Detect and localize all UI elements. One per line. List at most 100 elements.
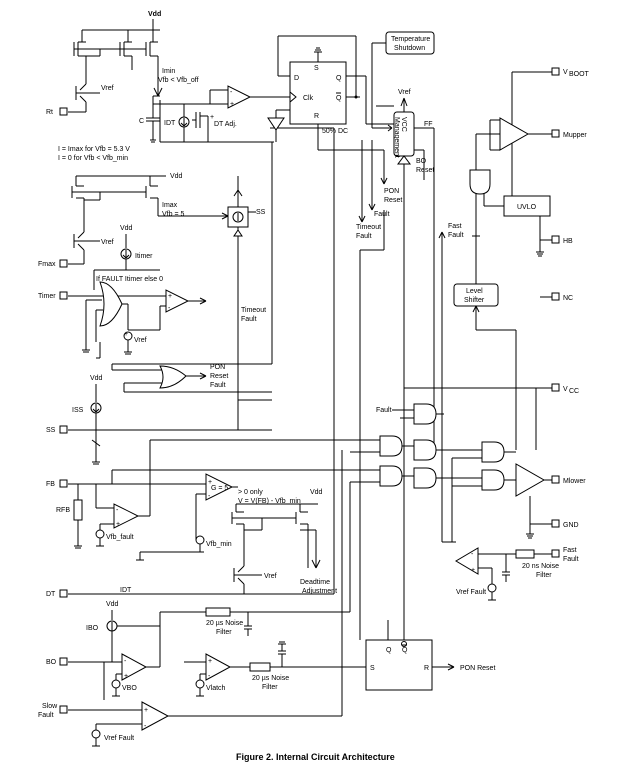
g5-label: G = 5: [211, 485, 228, 492]
deadtime-line1: Deadtime: [300, 579, 330, 586]
timer-or-gate: [99, 281, 123, 327]
iss-label: ISS: [72, 407, 84, 414]
nc-pin-group: NC: [540, 292, 573, 302]
fb-comp-plus: +: [116, 521, 120, 528]
ibo-label: IBO: [86, 625, 99, 632]
pon-reset-label: PON Reset: [384, 188, 402, 204]
upper-and-gate: [469, 169, 491, 195]
and-gate-5: [379, 465, 403, 487]
fb-pin: [59, 479, 68, 488]
ff-q-label: Q: [336, 75, 342, 82]
level-shifter-line1: Level: [466, 288, 483, 295]
figure-caption: Figure 2. Internal Circuit Architecture: [236, 752, 395, 762]
pon-reset-line1: PON: [384, 188, 399, 195]
vcc-pin-group: V CC: [535, 383, 579, 450]
g5-minus: -: [208, 493, 211, 500]
vref-slow-label: Vref Fault: [104, 735, 134, 742]
fast-fault-int-label: Fast Fault: [448, 223, 464, 239]
ns-filter-label: 20 ns Noise Filter: [522, 563, 561, 579]
ss-switch: SS: [227, 176, 266, 430]
slow-comp-plus: +: [144, 707, 148, 714]
sr-s-label: S: [370, 665, 375, 672]
pon-reset-fault-label: PON Reset Fault: [210, 364, 230, 389]
imin-branch: Imin Vfb < Vfb_off: [153, 68, 199, 97]
fast-fault-int-line2: Fault: [448, 232, 464, 239]
dt-transistor: Vref DT IDT: [46, 127, 335, 598]
ff-comp-minus: -: [471, 551, 474, 558]
fast-fault-pin: [551, 549, 560, 558]
filter2-label: 20 µs Noise Filter: [252, 675, 291, 691]
filter2-line1: 20 µs Noise: [252, 675, 289, 682]
ff-qbar-label: Q: [336, 95, 342, 102]
g5-amp: + G = 5 - > 0 only V = V(FB) - Vfb_min V…: [136, 473, 301, 561]
vref-fast-label: Vref Fault: [456, 589, 486, 596]
fast-fault-wire: Fast Fault: [438, 223, 464, 543]
vdd-timer-label: Vdd: [120, 225, 133, 232]
fault-gate-label: Fault: [376, 407, 392, 414]
ff-s-label: S: [314, 65, 319, 72]
lower-driver: Mlower GND: [515, 463, 586, 539]
vdd-ibo-label: Vdd: [106, 601, 119, 608]
fb-fault-comparator: [113, 503, 140, 529]
vdd-iss-label: Vdd: [90, 375, 103, 382]
mlower-pin: [551, 475, 560, 484]
vfb-eq-label: V = V(FB) - Vfb_min: [238, 498, 301, 505]
vref-dt-label: Vref: [264, 573, 277, 580]
timeout-fault2-label: Timeout Fault: [356, 224, 383, 240]
fb-pin-label: FB: [46, 481, 55, 488]
uvlo-block: [503, 195, 551, 217]
vdd-dt-label: Vdd: [310, 489, 323, 496]
uvlo-label: UVLO: [517, 204, 537, 211]
deadtime-line2: Adjustment: [302, 588, 337, 595]
plus-sign-dt: +: [210, 114, 214, 121]
and-gate-4: [481, 441, 505, 463]
sr-r-label: R: [424, 665, 429, 672]
sr-latch: Q Q S R PON Reset: [365, 388, 495, 691]
timeout-fault-label: Timeout Fault: [241, 307, 268, 323]
bo-reset-line1: BO: [416, 158, 427, 165]
sr-q-label: Q: [386, 647, 392, 654]
timer-pin: [59, 291, 68, 300]
bo-comp-minus: -: [124, 658, 127, 665]
temp-sd-line2: Shutdown: [394, 45, 425, 52]
vcc-management: Vref VCC Management FF BO Reset PON Rese…: [356, 89, 552, 640]
gnd-pin-label: GND: [563, 522, 579, 529]
comp-t-plus: +: [168, 293, 172, 300]
fast-fault-comp: - + Fast Fault 20 ns Noise Filter Vref F…: [455, 547, 579, 601]
ff-comp-plus: +: [471, 567, 475, 574]
and-gate-7: [481, 469, 505, 491]
fast-fault-int-line1: Fast: [448, 223, 462, 230]
vboot-pin-label: V: [563, 69, 568, 76]
temp-sd-line1: Temperature: [391, 36, 430, 43]
temp-sd-label: Temperature Shutdown: [391, 36, 432, 52]
pon-or-section: PON Reset Fault: [111, 142, 273, 393]
timeout-fault2-line1: Timeout: [356, 224, 381, 231]
ns-filter-line1: 20 ns Noise: [522, 563, 559, 570]
fast-fault-pin-label: Fast Fault: [563, 547, 579, 563]
rfb-resistor: [73, 499, 83, 521]
bo-section: Vdd IBO 20 µs Noise Filter BO - + VBO: [46, 482, 366, 700]
comp1-minus: -: [230, 89, 233, 96]
vcc-pin-sub: CC: [569, 388, 579, 395]
duty-label: 50% DC: [322, 128, 348, 135]
ss-pin-label: SS: [46, 427, 56, 434]
fmax-pin: [59, 259, 68, 268]
vref-fmax-label: Vref: [101, 239, 114, 246]
bo-comp-plus: +: [124, 673, 128, 680]
bo-pin-label: BO: [46, 659, 57, 666]
logic-gates: Fault: [330, 403, 516, 542]
fast-fault-pin-line1: Fast: [563, 547, 577, 554]
pon-reset-line2: Reset: [384, 197, 402, 204]
bo-pin: [59, 657, 68, 666]
comp1-plus: +: [230, 101, 234, 108]
fmax-mirror: Vdd Imax Vfb = 5 Vref Fmax: [38, 173, 229, 268]
imax-label: Imax: [162, 202, 178, 209]
slow-fault-section: Slow Fault + - Vref Fault: [38, 450, 343, 747]
dt-mirror: Vdd Deadtime Adjustment: [231, 489, 337, 595]
pon-fault-line1: PON: [210, 364, 225, 371]
filter1-line1: 20 µs Noise: [206, 620, 243, 627]
i-eq-zero-label: I = 0 for Vfb < Vfb_min: [58, 155, 128, 162]
ff-d-label: D: [294, 75, 299, 82]
bo-comparator: [121, 653, 148, 681]
